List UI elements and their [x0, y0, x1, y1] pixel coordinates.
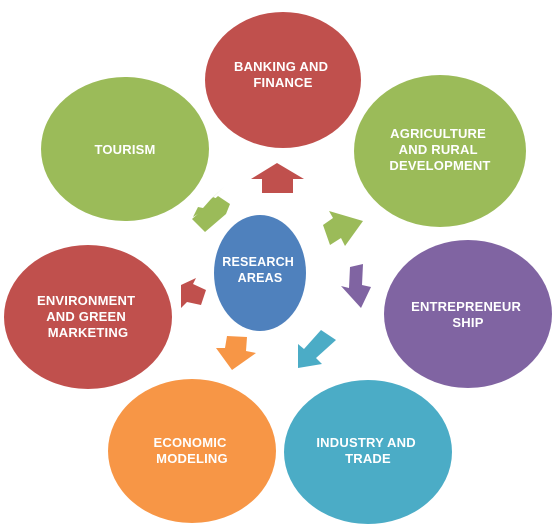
arrow-to-agriculture [323, 211, 363, 246]
node-banking-circle [205, 12, 361, 148]
node-industry: INDUSTRY AND TRADE [284, 380, 452, 524]
arrow-to-entrepreneurship [341, 264, 371, 308]
node-economic-line-1: ECONOMIC [154, 435, 228, 450]
arrow-to-environment [181, 278, 206, 308]
node-industry-circle [284, 380, 452, 524]
node-industry-label: INDUSTRY AND TRADE [316, 435, 419, 466]
node-entrepreneurship-line-1: ENTREPRENEUR [411, 299, 521, 314]
node-banking-label: BANKING AND FINANCE [234, 59, 332, 90]
node-agriculture-label: AGRICULTURE AND RURAL DEVELOPMENT [389, 126, 490, 173]
arrow-to-tourism-body [192, 196, 230, 232]
arrows [181, 163, 371, 370]
arrow-to-industry [298, 330, 336, 368]
arrow-to-banking [251, 163, 304, 193]
node-economic-circle [108, 379, 276, 523]
node-entrepreneurship-circle [384, 240, 552, 388]
node-environment-line-3: MARKETING [48, 325, 129, 340]
node-environment-line-1: ENVIRONMENT [37, 293, 135, 308]
node-environment: ENVIRONMENT AND GREEN MARKETING [4, 245, 172, 389]
node-tourism-label: TOURISM [94, 142, 155, 157]
node-economic: ECONOMIC MODELING [108, 379, 276, 523]
node-entrepreneurship: ENTREPRENEUR SHIP [384, 240, 552, 388]
node-economic-line-2: MODELING [156, 451, 228, 466]
center-label: RESEARCH AREAS [222, 255, 297, 285]
node-banking-line-1: BANKING AND [234, 59, 328, 74]
node-industry-line-1: INDUSTRY AND [316, 435, 415, 450]
node-agriculture-line-3: DEVELOPMENT [389, 158, 490, 173]
node-banking: BANKING AND FINANCE [205, 12, 361, 148]
node-tourism: TOURISM [41, 77, 209, 221]
arrow-to-tourism [193, 187, 224, 217]
center-node: RESEARCH AREAS [214, 215, 306, 331]
node-tourism-circle [41, 77, 209, 221]
node-agriculture-line-1: AGRICULTURE [390, 126, 486, 141]
node-agriculture-circle [354, 75, 526, 227]
node-tourism-line-1: TOURISM [94, 142, 155, 157]
center-line-2: AREAS [238, 271, 283, 285]
node-environment-circle [4, 245, 172, 389]
node-industry-line-2: TRADE [345, 451, 391, 466]
arrow-to-economic [216, 336, 256, 370]
center-circle [214, 215, 306, 331]
node-banking-line-2: FINANCE [253, 75, 312, 90]
node-agriculture-line-2: AND RURAL [399, 142, 478, 157]
node-environment-label: ENVIRONMENT AND GREEN MARKETING [37, 293, 139, 340]
node-agriculture: AGRICULTURE AND RURAL DEVELOPMENT [354, 75, 526, 227]
center-line-1: RESEARCH [222, 255, 294, 269]
node-economic-label: ECONOMIC MODELING [154, 435, 231, 466]
node-entrepreneurship-line-2: SHIP [452, 315, 483, 330]
node-entrepreneurship-label: ENTREPRENEUR SHIP [411, 299, 525, 330]
node-environment-line-2: AND GREEN [46, 309, 126, 324]
